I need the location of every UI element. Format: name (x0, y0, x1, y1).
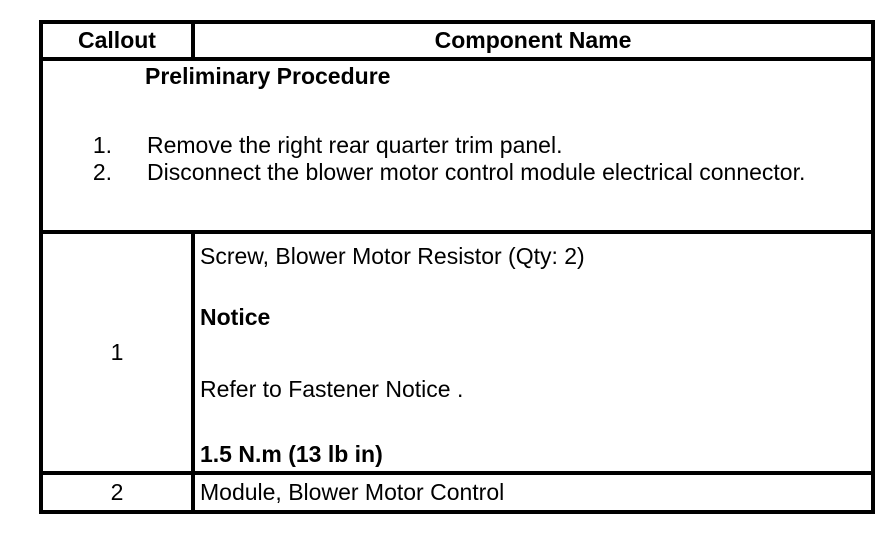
torque-spec-text: 1.5 N.m (13 lb in) (200, 440, 383, 467)
preliminary-procedure-row: Preliminary Procedure 1. Remove the righ… (39, 57, 875, 234)
component-name-text: Screw, Blower Motor Resistor (Qty: 2) (200, 242, 585, 269)
table-header-row: Callout Component Name (39, 20, 875, 61)
component-name-column-header: Component Name (191, 20, 875, 61)
callout-component-table: Callout Component Name Preliminary Proce… (39, 20, 875, 514)
preliminary-step-1: 1. Remove the right rear quarter trim pa… (45, 132, 869, 159)
callout-number-2: 2 (39, 471, 195, 514)
step-text: Disconnect the blower motor control modu… (147, 159, 806, 185)
component-description-cell-1: Screw, Blower Motor Resistor (Qty: 2) No… (191, 230, 875, 475)
component-row-2: 2 Module, Blower Motor Control (39, 471, 875, 514)
component-row-1: 1 Screw, Blower Motor Resistor (Qty: 2) … (39, 230, 875, 475)
step-text: Remove the right rear quarter trim panel… (147, 132, 563, 158)
notice-label: Notice (200, 303, 271, 330)
step-number: 1. (92, 132, 112, 158)
callout-column-header: Callout (39, 20, 195, 61)
preliminary-steps-list: 1. Remove the right rear quarter trim pa… (45, 132, 869, 186)
preliminary-procedure-title: Preliminary Procedure (145, 63, 391, 89)
component-description-cell-2: Module, Blower Motor Control (191, 471, 875, 514)
step-number: 2. (92, 159, 112, 185)
callout-number-1: 1 (39, 230, 195, 475)
preliminary-procedure-cell: Preliminary Procedure 1. Remove the righ… (39, 57, 875, 234)
preliminary-step-2: 2. Disconnect the blower motor control m… (45, 159, 869, 186)
fastener-notice-reference-text: Refer to Fastener Notice . (200, 375, 464, 402)
